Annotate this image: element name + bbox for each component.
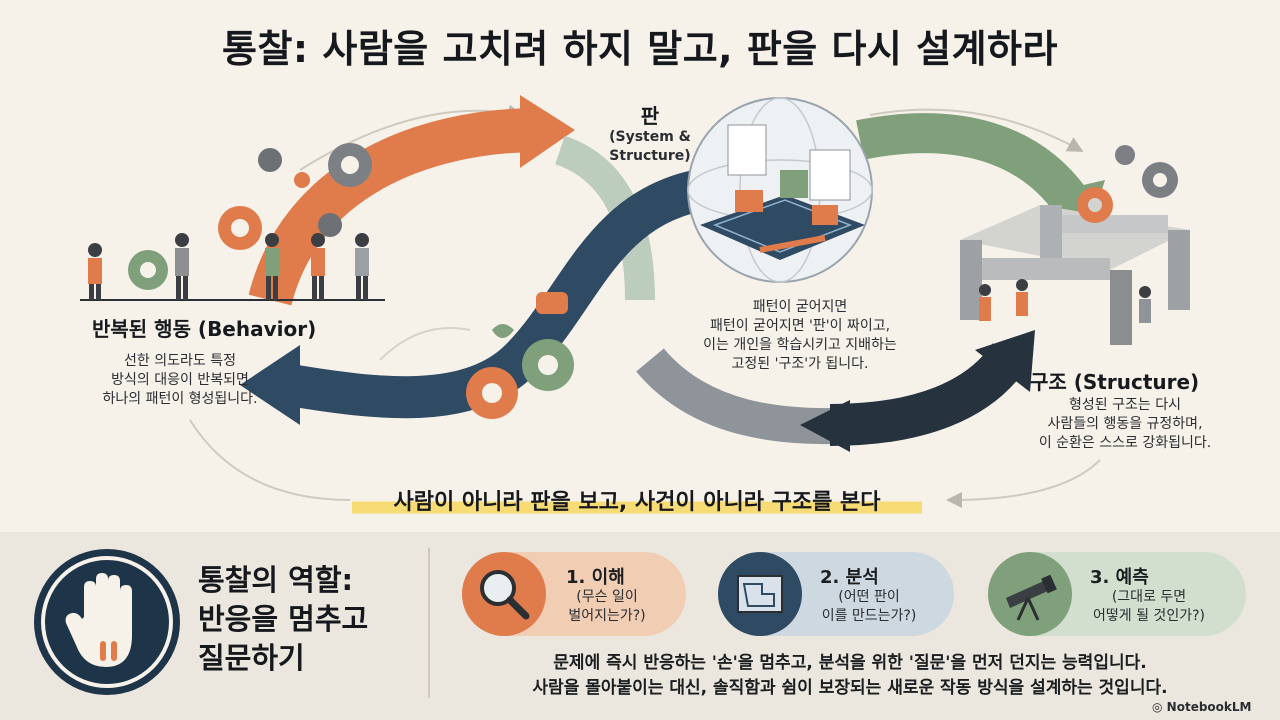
- structure-description: 형성된 구조는 다시 사람들의 행동을 규정하며, 이 순환은 스스로 강화됩니…: [1038, 397, 1212, 451]
- footer-text: 문제에 즉시 반응하는 '손'을 멈추고, 분석을 위한 '질문'을 먼저 던지…: [532, 653, 1168, 698]
- step-2-label: 2. 분석: [820, 567, 879, 588]
- telescope-icon-badge: [988, 552, 1072, 636]
- role-title: 통찰의 역할: 반응을 멈추고 질문하기: [198, 563, 369, 675]
- behavior-illustration: [80, 143, 385, 301]
- magnifier-icon: [480, 570, 530, 620]
- watermark-label: NotebookLM: [1166, 700, 1252, 714]
- green-arrow-body: [856, 113, 1087, 213]
- structure-title: 구조 (Structure): [1030, 370, 1200, 394]
- magnifier-icon-badge: [462, 552, 546, 636]
- orange-arrow-body: [248, 108, 541, 306]
- system-title: 판: [640, 104, 660, 128]
- gear-icon: [1115, 145, 1135, 165]
- watermark-logo-icon: ◎: [1152, 700, 1163, 714]
- dark-arrow-head: [975, 330, 1035, 392]
- cycle-diagram: [80, 95, 1190, 508]
- insight-banner: 사람이 아니라 판을 보고, 사건이 아니라 구조를 본다: [352, 484, 922, 516]
- gear-icon: [294, 172, 310, 188]
- structure-maze-illustration: [960, 145, 1190, 345]
- guide-arc-inner: [379, 327, 471, 361]
- gear-icon: [258, 148, 282, 172]
- blueprint-icon: [737, 575, 783, 613]
- system-description: 패턴이 굳어지면 패턴이 굳어지면 '판'이 짜이고, 이는 개인을 학습시키고…: [703, 299, 897, 372]
- dark-arrow-body: [829, 342, 1028, 446]
- step-2-question: (어떤 판이 이를 만드는가?): [821, 589, 917, 624]
- system-subtitle: (System & Structure): [609, 129, 691, 164]
- guide-arc-top-right: [869, 108, 1084, 152]
- behavior-description: 선한 의도라도 특정 방식의 대응이 반복되면 하나의 패턴이 형성됩니다.: [102, 353, 258, 407]
- step-1-label: 1. 이해: [566, 567, 625, 588]
- telescope-icon: [1006, 574, 1057, 621]
- step-1-question: (무슨 일이 벌어지는가?): [568, 589, 646, 624]
- step-3-question: (그대로 두면 어떻게 될 것인가?): [1093, 589, 1205, 624]
- guide-arc-bottom-left: [189, 419, 351, 501]
- navy-arrow-body: [286, 169, 705, 419]
- behavior-title: 반복된 행동 (Behavior): [92, 317, 317, 341]
- blueprint-icon-badge: [718, 552, 802, 636]
- stop-hand-badge: [34, 549, 180, 695]
- guide-arc-bottom-right: [946, 459, 1101, 508]
- system-globe-illustration: [687, 97, 873, 283]
- notebooklm-watermark: ◎ NotebookLM: [1152, 700, 1251, 714]
- navy-arrow-head: [240, 345, 300, 425]
- page-title: 통찰: 사람을 고치려 하지 말고, 판을 다시 설계하라: [222, 27, 1058, 71]
- gear-icon: [318, 213, 342, 237]
- orange-arrow-head: [520, 95, 575, 168]
- panel-divider: [428, 548, 430, 698]
- center-gears-illustration: [466, 292, 574, 419]
- chat-bubble-icon: [536, 292, 568, 314]
- stop-hand-icon: [41, 556, 173, 688]
- step-3-label: 3. 예측: [1090, 567, 1149, 588]
- leaf-icon: [492, 324, 514, 338]
- dark-arrow-tail-head: [800, 400, 850, 452]
